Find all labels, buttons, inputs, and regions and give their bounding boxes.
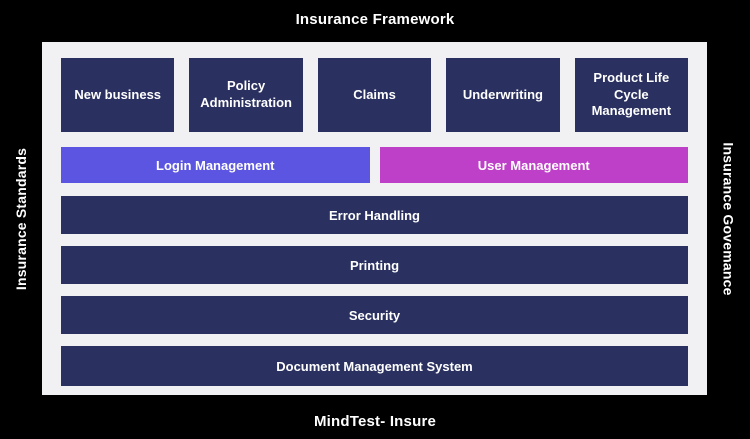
login-management-label: Login Management [156,157,275,173]
module-label: Policy Administration [200,78,292,110]
module-box-product-life-cycle: Product Life Cycle Management [574,58,689,132]
layer-label: Error Handling [328,207,420,223]
left-side-label-container: Insurance Standards [0,42,42,395]
layer-box-document-management-system: Document Management System [61,346,688,386]
layer-box-security: Security [61,296,688,334]
footer-brand-label: MindTest- Insure [313,413,437,430]
user-management-label: User Management [477,157,590,173]
layer-label: Security [348,307,401,323]
layer-box-printing: Printing [61,246,688,284]
framework-panel: New business Policy Administration Claim… [42,42,707,395]
user-management-box: User Management [379,147,688,183]
login-management-box: Login Management [61,147,370,183]
module-label: New business [74,86,162,102]
layer-label: Document Management System [276,358,473,374]
right-side-label: Insurance Govemance [721,141,738,296]
module-label: Claims [353,86,396,102]
management-row: Login Management User Management [61,147,688,183]
left-side-label: Insurance Standards [13,147,30,290]
module-box-underwriting: Underwriting [446,58,560,132]
modules-row: New business Policy Administration Claim… [61,58,689,132]
module-label: Underwriting [462,86,543,102]
diagram-title: Insurance Framework [295,11,455,28]
module-box-claims: Claims [317,58,432,132]
module-label: Product Life Cycle Management [591,69,672,119]
layer-box-error-handling: Error Handling [61,196,688,234]
right-side-label-container: Insurance Govemance [708,42,750,395]
module-box-policy-administration: Policy Administration [189,58,303,132]
module-box-new-business: New business [61,58,175,132]
layer-label: Printing [349,257,400,273]
